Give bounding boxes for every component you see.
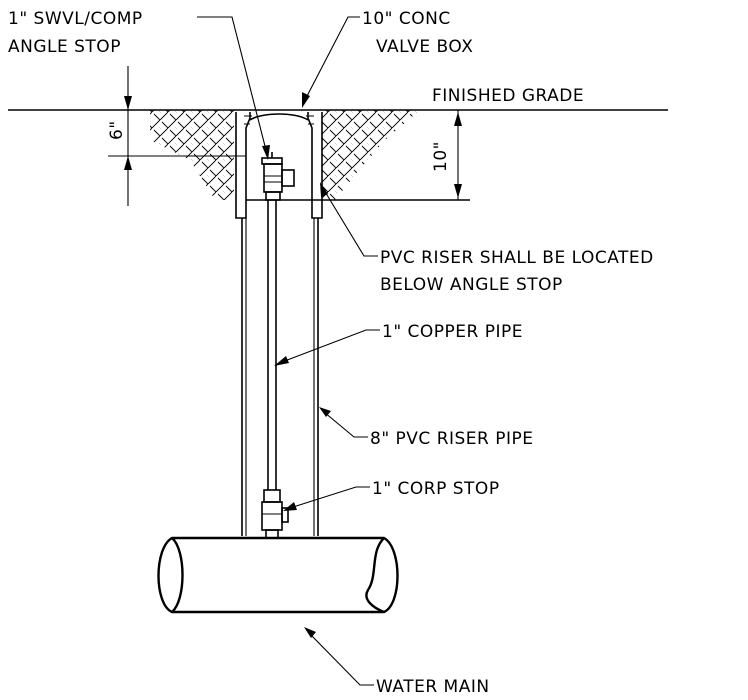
angle-stop-valve: [261, 152, 295, 201]
valve-box-label-line2: VALVE BOX: [376, 37, 473, 57]
valve-box-lid-rim: [244, 115, 314, 125]
soil-hatch-right: [322, 110, 420, 200]
angle-stop-label-line2: ANGLE STOP: [8, 37, 121, 57]
leader-water-main: [304, 627, 374, 686]
dimension-10-inch: [454, 110, 462, 200]
corp-stop-label: 1" CORP STOP: [372, 479, 500, 499]
leader-angle-stop: [197, 16, 270, 160]
dimension-6-inch: [108, 66, 246, 206]
valve-box-left-wall: [235, 112, 251, 219]
leader-pvc-riser-pipe: [319, 407, 368, 438]
water-main-label: WATER MAIN: [376, 677, 490, 697]
copper-pipe-label: 1" COPPER PIPE: [382, 322, 523, 342]
finished-grade-label: FINISHED GRADE: [432, 86, 584, 106]
water-main-break-right: [365, 537, 385, 614]
pvc-note-line1: PVC RISER SHALL BE LOCATED: [380, 248, 654, 268]
water-main-break-left: [171, 537, 184, 613]
corp-stop-valve: [261, 489, 289, 539]
leader-corp-stop: [283, 486, 370, 511]
valve-box-label-line1: 10" CONC: [362, 9, 451, 29]
dim-6-label: 6": [107, 120, 127, 140]
leader-valve-box: [302, 16, 360, 108]
pvc-riser-pipe-label: 8" PVC RISER PIPE: [370, 429, 534, 449]
valve-box-right-wall: [307, 112, 323, 219]
water-main-pipe: [157, 536, 399, 614]
soil-hatch-left: [150, 110, 234, 200]
angle-stop-label-line1: 1" SWVL/COMP: [8, 9, 143, 29]
dim-10-label: 10": [431, 141, 451, 172]
valve-box-lid: [249, 113, 309, 121]
pvc-note-line2: BELOW ANGLE STOP: [380, 275, 563, 295]
leader-copper-pipe: [274, 329, 380, 366]
leader-pvc-note: [320, 182, 378, 257]
